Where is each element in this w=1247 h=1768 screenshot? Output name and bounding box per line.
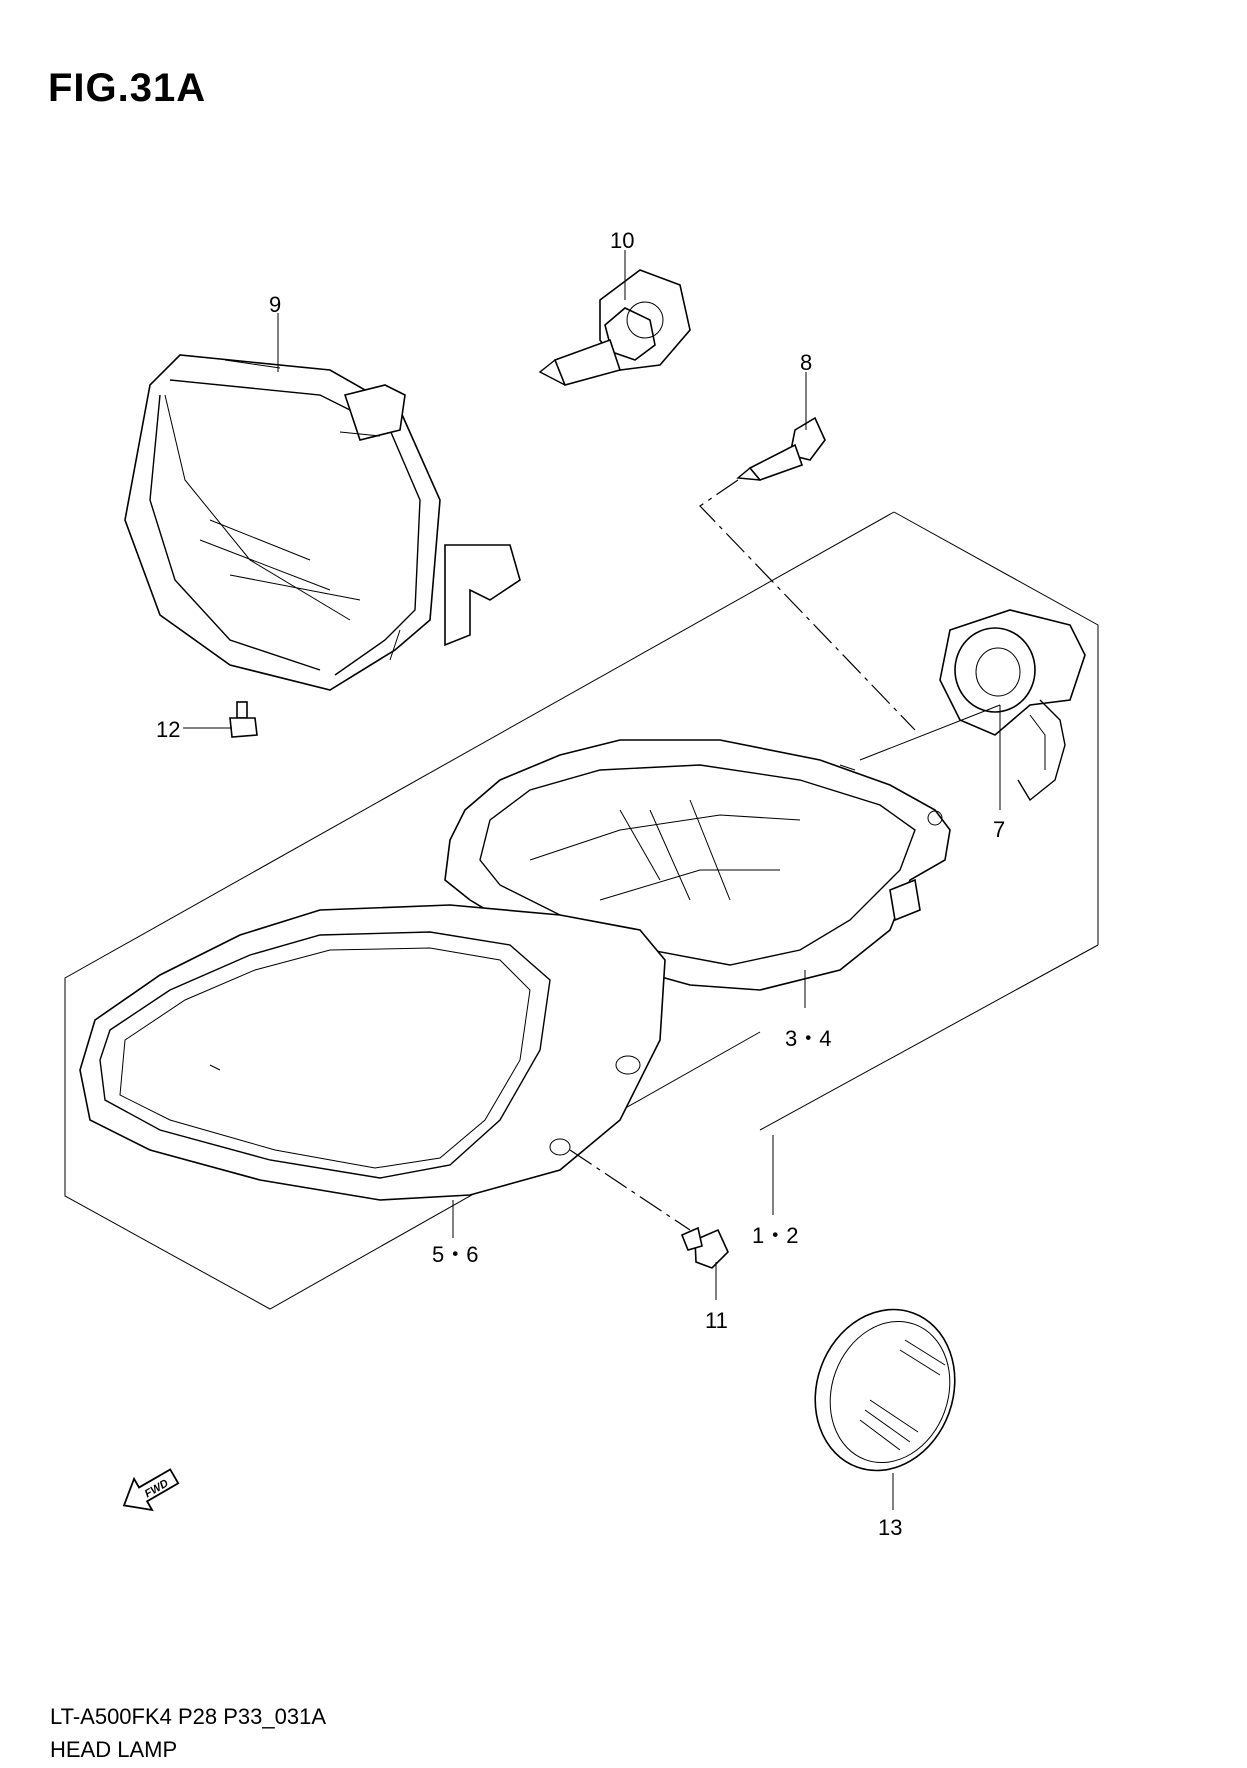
headlamp-unit-part bbox=[124, 354, 521, 691]
footer-figure-name: HEAD LAMP bbox=[50, 1737, 178, 1762]
assembly-guide-lines bbox=[569, 479, 916, 1231]
leader-lines bbox=[183, 250, 1001, 1510]
callout-12: 12 bbox=[156, 717, 180, 742]
footer-model-code: LT-A500FK4 P28 P33_031A bbox=[50, 1704, 327, 1729]
callout-3-4: 3・4 bbox=[785, 1026, 831, 1051]
callout-5-6: 5・6 bbox=[432, 1242, 478, 1267]
assembly-boundary bbox=[64, 511, 1099, 1310]
callout-13: 13 bbox=[878, 1515, 902, 1540]
position-bulb-part bbox=[736, 416, 826, 481]
callout-11: 11 bbox=[705, 1308, 728, 1333]
footer: LT-A500FK4 P28 P33_031A HEAD LAMP bbox=[50, 1700, 326, 1766]
socket-part bbox=[939, 609, 1086, 802]
forward-arrow-icon: FWD bbox=[122, 1468, 180, 1512]
callout-7: 7 bbox=[993, 817, 1005, 842]
figure-title: FIG.31A bbox=[48, 66, 207, 110]
headlamp-bezel-part bbox=[79, 904, 666, 1201]
headlamp-bulb-part bbox=[538, 269, 691, 386]
screw-part-12 bbox=[229, 701, 258, 738]
clip-part-11 bbox=[680, 1226, 729, 1269]
fwd-label: FWD bbox=[143, 1477, 171, 1500]
callout-10: 10 bbox=[610, 228, 634, 253]
callout-1-2: 1・2 bbox=[752, 1223, 798, 1248]
callout-9: 9 bbox=[269, 292, 281, 317]
callout-8: 8 bbox=[800, 350, 812, 375]
reflector-part bbox=[814, 1308, 956, 1472]
